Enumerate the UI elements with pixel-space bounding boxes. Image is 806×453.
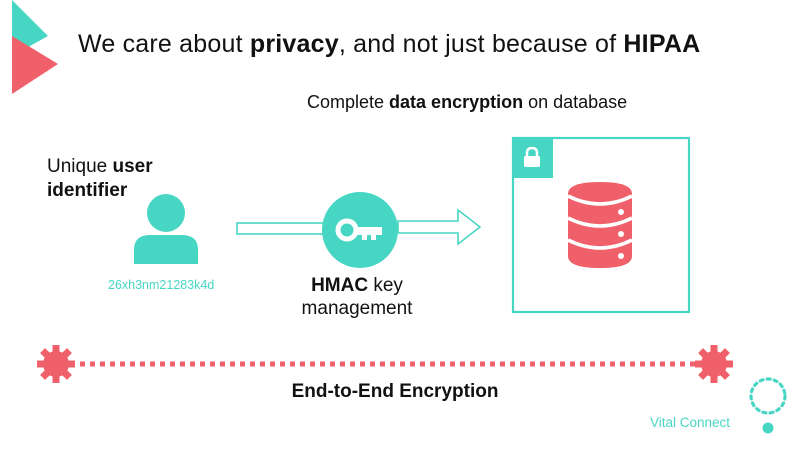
- gear-icon: [695, 345, 733, 383]
- flow-line-left: [236, 222, 326, 235]
- hmac-key-caption: HMAC key management: [301, 275, 413, 319]
- database-caption: Complete data encryption on database: [307, 92, 628, 112]
- logo-ring-icon: [749, 377, 787, 434]
- key-icon: [322, 192, 398, 268]
- arrow-icon: [397, 208, 482, 246]
- encryption-line: [37, 345, 733, 383]
- encryption-caption: End-to-End Encryption: [291, 381, 499, 402]
- brand-name: Vital Connect: [650, 415, 731, 430]
- user-id-value: 26xh3nm21283k4d: [108, 278, 215, 292]
- lock-icon: [524, 146, 540, 167]
- user-identifier-label: Unique user identifier: [47, 156, 153, 201]
- user-icon: [134, 194, 198, 264]
- gear-icon: [37, 345, 75, 383]
- corner-logo-icon: [12, 0, 58, 94]
- database-icon: [567, 182, 633, 268]
- page-title: We care about privacy, and not just beca…: [78, 30, 701, 58]
